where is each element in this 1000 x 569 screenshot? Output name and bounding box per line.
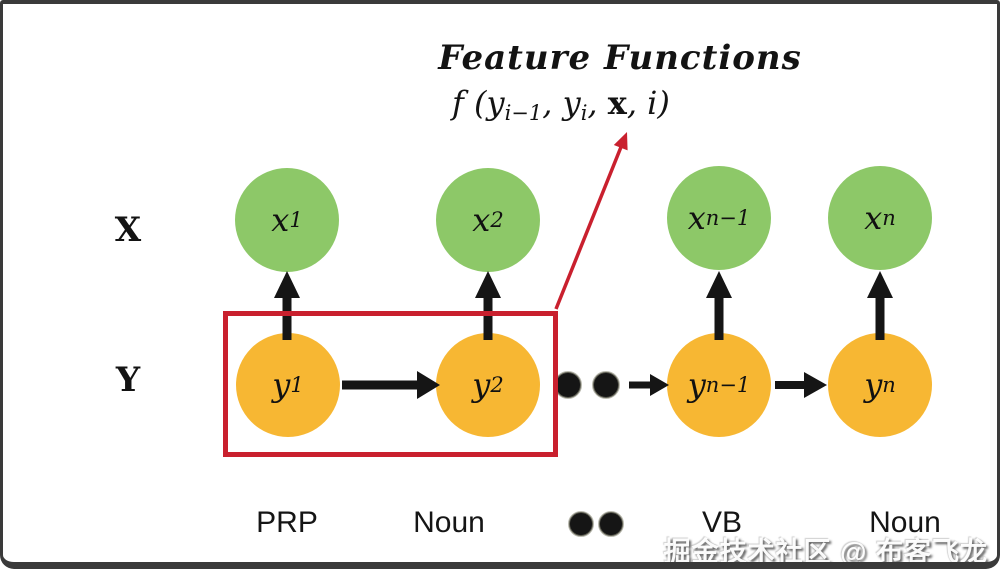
pos-label-noun1: Noun (413, 506, 485, 539)
formula-suffix: , i) (626, 84, 670, 122)
node-y1-label: y (272, 366, 291, 404)
node-yn-1-label: y (687, 366, 706, 404)
node-y2-label: y (472, 366, 491, 404)
formula-prefix: f (y (452, 84, 505, 122)
transition-arrow-yn-1-yn (775, 372, 827, 398)
node-xn-1-subscript: n−1 (705, 206, 751, 230)
red-annotation-arrow (554, 132, 628, 310)
node-xn-label: x (864, 199, 883, 237)
diagram-title: Feature Functions (438, 38, 802, 78)
ellipsis-dot (554, 371, 582, 399)
formula-subscript-i-minus-1: i−1 (504, 101, 543, 125)
node-y1-subscript: 1 (290, 373, 304, 397)
up-arrow-y1-x1 (274, 271, 300, 340)
node-yn-label: y (864, 366, 883, 404)
node-xn-subscript: n (882, 206, 896, 230)
up-arrow-yn-xn (867, 271, 893, 340)
formula-mid1: , y (542, 84, 581, 122)
pos-label-vb: VB (701, 506, 743, 539)
node-xn-1-label: x (687, 199, 706, 237)
node-yn-subscript: n (882, 373, 896, 397)
node-x2-subscript: 2 (490, 208, 504, 232)
formula-bold-x: x (607, 84, 627, 122)
node-x1-label: x (271, 201, 290, 239)
row-label-x: X (114, 210, 142, 250)
ellipsis-dot (592, 371, 620, 399)
formula-mid2: , (587, 84, 608, 122)
transition-arrow-dots-yn-1 (629, 374, 669, 396)
formula-subscript-i: i (580, 101, 588, 125)
node-yn-1-subscript: n−1 (705, 373, 751, 397)
feature-function-formula: f (yi−1, yi, x, i) (452, 84, 852, 125)
up-arrow-y2-x2 (475, 271, 501, 340)
transition-arrow-y1-y2 (342, 371, 440, 399)
pos-label-prp: PRP (256, 506, 318, 539)
up-arrow-yn-1-xn-1 (706, 271, 732, 340)
watermark: 掘金技术社区 @ 布客飞龙 (663, 537, 988, 567)
pos-label-noun2: Noun (869, 506, 941, 539)
node-x1-subscript: 1 (289, 208, 303, 232)
node-y2-subscript: 2 (490, 373, 504, 397)
row-label-y: Y (115, 360, 141, 400)
node-x2-label: x (472, 201, 491, 239)
